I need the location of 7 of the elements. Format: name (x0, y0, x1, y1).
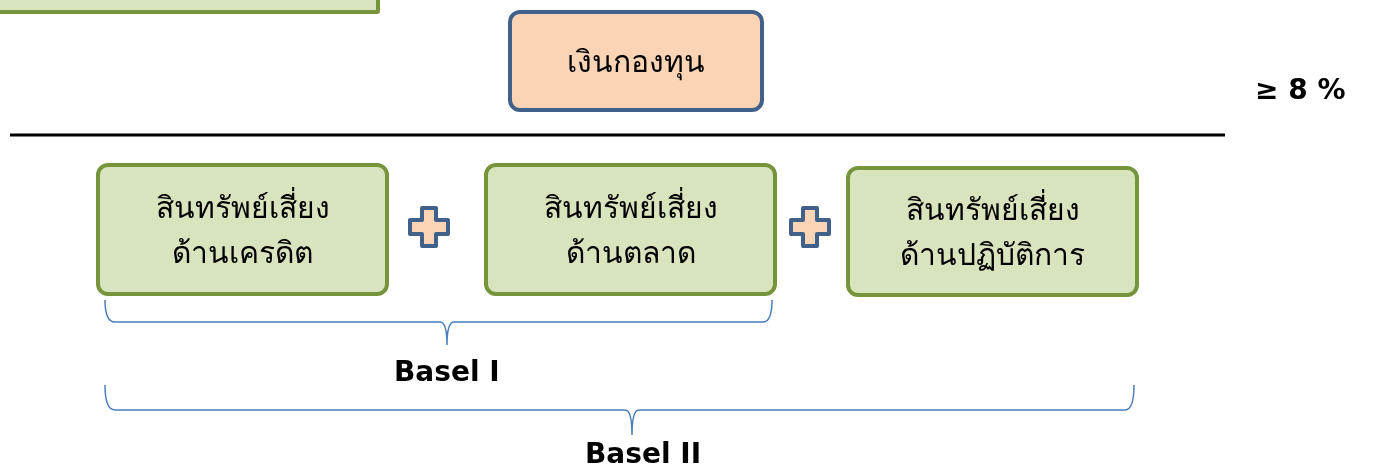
risk-asset-box: สินทรัพย์เสี่ยง ด้านเครดิต (96, 163, 389, 296)
risk-asset-box: สินทรัพย์เสี่ยง ด้านตลาด (484, 163, 777, 296)
bracket-label: Basel I (394, 355, 500, 388)
capital-box: เงินกองทุน (508, 10, 764, 112)
ratio-label: ≥ 8 % (1255, 73, 1346, 106)
risk-asset-box: สินทรัพย์เสี่ยง ด้านปฏิบัติการ (846, 166, 1139, 297)
bracket-label: Basel II (585, 437, 702, 470)
